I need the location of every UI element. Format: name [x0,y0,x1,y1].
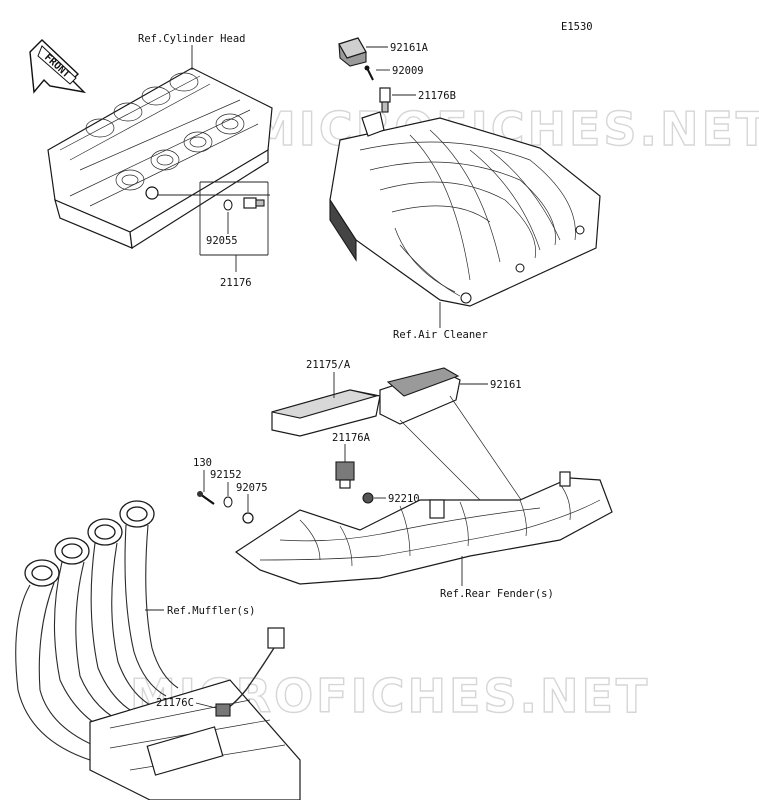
leader-21176C [195,702,217,709]
part-130-label: 130 [193,457,212,469]
washer-92055 [223,199,233,211]
part-92210-label: 92210 [388,493,420,505]
nut-92210 [362,492,374,504]
screw-92009 [364,65,374,81]
grommet-92075 [242,512,254,524]
cap-92161A [338,37,367,67]
ref-air-cleaner-label: Ref.Air Cleaner [393,329,488,341]
part-92161A-label: 92161A [390,42,429,54]
part-92152-label: 92152 [210,469,242,481]
part-21176B-label: 21176B [418,90,456,102]
watermark-top: MICROFICHES.NET [250,102,759,156]
part-92009-label: 92009 [392,65,424,77]
sensor-21176A [335,461,355,489]
sensor-21176B [379,87,391,113]
guide-line-2 [449,395,529,511]
cylinder-head-illustration [47,67,273,250]
ecu-21175A [271,389,381,437]
rear-fender-illustration [234,471,613,585]
front-arrow-icon: FRONT [29,39,87,94]
exhaust-headers-illustration [15,500,301,800]
ref-cylinder-head-label: Ref.Cylinder Head [138,33,245,45]
part-21176-label: 21176 [220,277,252,289]
diagram-code: E1530 [561,21,593,33]
bolt-130 [197,491,215,505]
part-21176A-label: 21176A [332,432,371,444]
part-92161-label: 92161 [490,379,522,391]
ref-muffler-label: Ref.Muffler(s) [167,605,256,617]
part-92075-label: 92075 [236,482,268,494]
part-21176C-label: 21176C [156,697,194,709]
ecu-cover-92161 [379,367,461,425]
sensor-21176 [243,197,265,209]
air-cleaner-illustration [329,111,601,307]
part-92055-label: 92055 [206,235,238,247]
washer-92152 [223,496,233,508]
ref-rear-fender-label: Ref.Rear Fender(s) [440,588,554,600]
sensor-21176C [215,627,285,717]
part-21175A-label: 21175/A [306,359,351,371]
